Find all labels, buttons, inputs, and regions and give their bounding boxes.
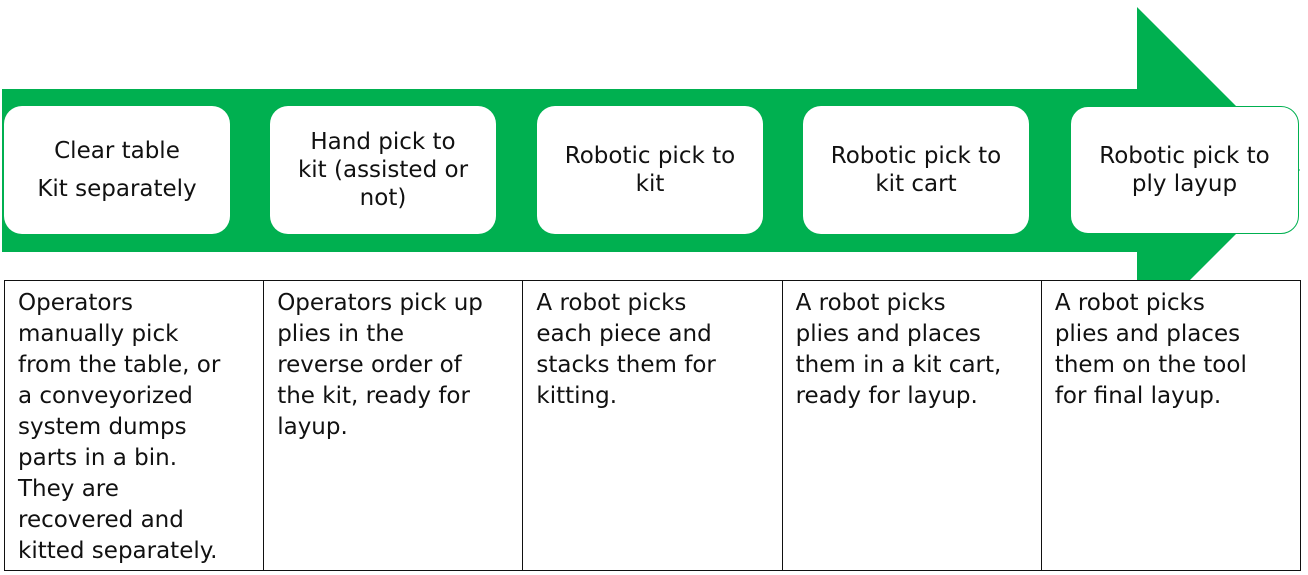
description-cell: A robot picks plies and places them on t… bbox=[1054, 290, 1247, 409]
stage-box-robotic-pick-to-kit-cart: Robotic pick to kit cart bbox=[803, 106, 1029, 234]
stage-label: Robotic pick to ply layup bbox=[1099, 143, 1270, 197]
description-cell: Operators pick up plies in the reverse o… bbox=[264, 281, 524, 570]
stage-label: Clear table Kit separately bbox=[37, 138, 197, 202]
stage-box-hand-pick: Hand pick to kit (assisted or not) bbox=[270, 106, 496, 234]
stage-label: Robotic pick to kit cart bbox=[830, 143, 1002, 197]
description-cell: A robot picks each piece and stacks them… bbox=[523, 281, 783, 570]
stage-box-clear-table: Clear table Kit separately bbox=[4, 106, 230, 234]
description-cell: Operators manually pick from the table, … bbox=[5, 281, 265, 570]
stage-label: Hand pick to kit (assisted or not) bbox=[297, 129, 469, 211]
stage-box-robotic-pick-to-ply-layup: Robotic pick to ply layup bbox=[1070, 106, 1299, 234]
stage-label: Robotic pick to kit bbox=[564, 143, 736, 197]
description-table: Operators manually pick from the table, … bbox=[4, 280, 1301, 571]
stage-box-robotic-pick-to-kit: Robotic pick to kit bbox=[537, 106, 763, 234]
description-cell: A robot picks plies and places them in a… bbox=[783, 281, 1042, 570]
